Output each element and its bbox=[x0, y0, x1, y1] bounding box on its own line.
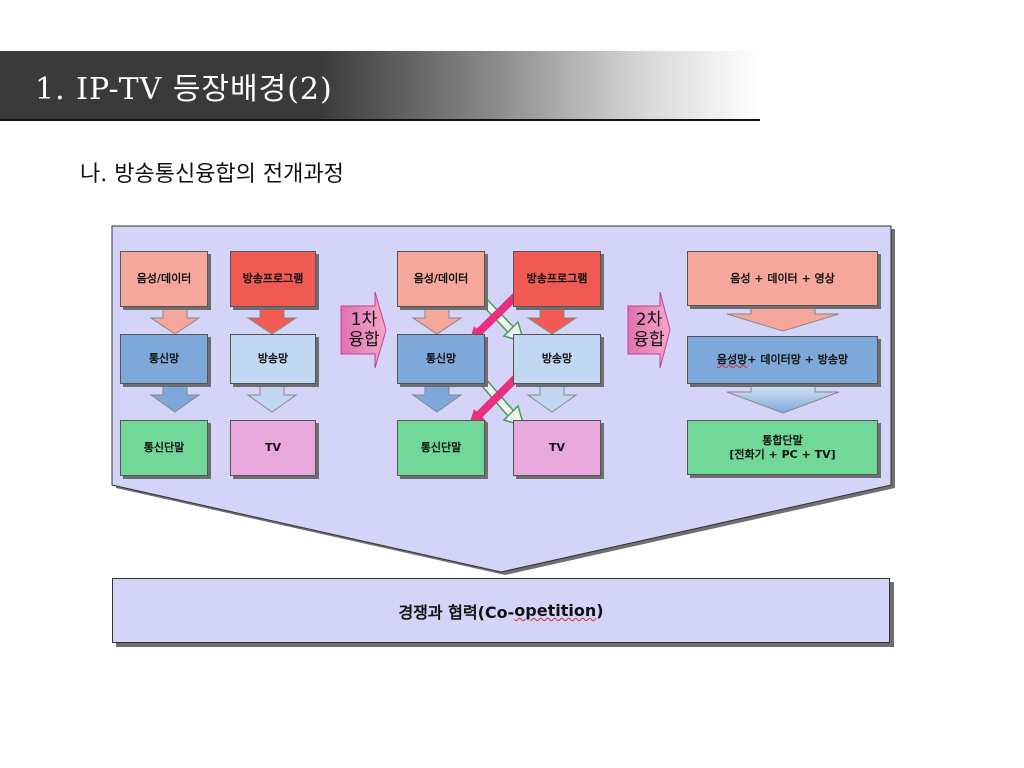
integrated-terminal-box: 통합단말 [전화기 + PC + TV] bbox=[687, 420, 878, 475]
broadcast-network-box: 방송망 bbox=[513, 334, 601, 384]
broadcast-program-box: 방송프로그램 bbox=[230, 251, 316, 307]
arrow-down-icon bbox=[149, 306, 201, 335]
broadcast-network-box: 방송망 bbox=[230, 334, 316, 384]
tv-box: TV bbox=[513, 420, 601, 476]
telecom-terminal-box: 통신단말 bbox=[397, 420, 485, 476]
arrow-down-icon bbox=[726, 305, 840, 332]
broadcast-program-box: 방송프로그램 bbox=[513, 251, 601, 307]
integrated-terminal-line1: 통합단말 bbox=[762, 433, 803, 447]
cooperation-suffix: ) bbox=[596, 601, 604, 620]
telecom-terminal-box: 통신단말 bbox=[120, 420, 208, 476]
converged-network-box: 음성망 + 데이터망 + 방송망 bbox=[687, 336, 878, 384]
arrow-down-icon bbox=[411, 383, 463, 413]
voice-data-box: 음성/데이터 bbox=[120, 251, 208, 307]
title-bar bbox=[0, 51, 760, 121]
cooperation-squiggle: opetition bbox=[514, 601, 597, 620]
telecom-network-box: 통신망 bbox=[120, 334, 208, 384]
section-subtitle: 나. 방송통신융합의 전개과정 bbox=[80, 162, 344, 187]
page-title: 1. IP-TV 등장배경(2) bbox=[35, 72, 333, 107]
stage1-label: 1차 융합 bbox=[348, 310, 380, 350]
network-rest: + 데이터망 + 방송망 bbox=[747, 353, 849, 367]
arrow-down-icon bbox=[246, 383, 298, 413]
network-prefix: 음성망 bbox=[716, 353, 748, 367]
arrow-down-icon bbox=[411, 306, 463, 335]
arrow-down-icon bbox=[526, 383, 578, 413]
arrow-down-icon bbox=[726, 383, 840, 414]
stage2-arrow-icon bbox=[627, 291, 671, 369]
tv-box: TV bbox=[230, 420, 316, 476]
telecom-network-box: 통신망 bbox=[397, 334, 485, 384]
stage2-label: 2차 융합 bbox=[633, 310, 665, 350]
converged-content-box: 음성 + 데이터 + 영상 bbox=[687, 251, 878, 306]
arrow-down-icon bbox=[149, 383, 201, 413]
cooperation-box: 경쟁과 협력(Co-opetition) bbox=[112, 578, 890, 643]
stage1-arrow-icon bbox=[340, 291, 387, 369]
cooperation-prefix: 경쟁과 협력(Co- bbox=[398, 602, 515, 622]
arrow-down-icon bbox=[526, 306, 578, 335]
integrated-terminal-line2: [전화기 + PC + TV] bbox=[729, 447, 836, 461]
arrow-down-icon bbox=[246, 306, 298, 335]
voice-data-box: 음성/데이터 bbox=[397, 251, 485, 307]
